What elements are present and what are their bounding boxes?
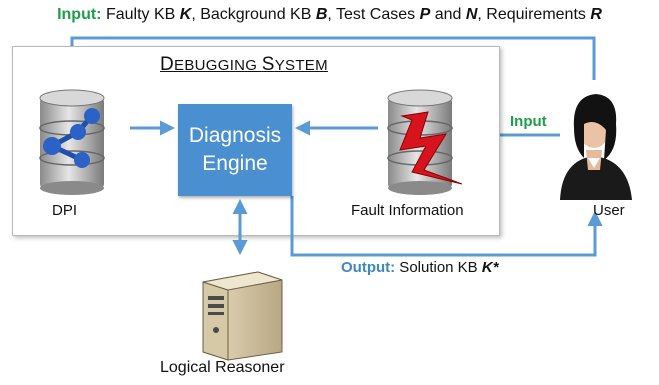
user-label: User [593,202,625,219]
input-var-n: N [465,6,478,23]
network-node-icon [43,108,100,168]
server-icon [202,271,283,361]
debugging-system-title: DEBUGGING SYSTEM [160,54,328,75]
fault-database-icon [387,89,463,195]
input-text-4: and [430,6,466,23]
user-avatar-icon [560,94,632,200]
input-text-5: , Requirements [477,6,591,23]
output-text: Solution KB [395,259,482,276]
input-text-2: , Background KB [191,6,316,23]
user-input-label: Input [510,113,547,130]
input-text-3: , Test Cases [327,6,420,23]
dpi-database-icon [39,89,105,195]
input-heading: Input: [57,6,102,23]
dpi-label: DPI [52,202,78,219]
input-var-p: P [419,6,431,23]
fault-information-label: Fault Information [351,202,464,219]
output-line: Output: Solution KB K* [341,259,499,276]
input-var-b: B [315,6,328,23]
input-text-1: Faulty KB [101,6,180,23]
top-input-line: Input: Faulty KB K, Background KB B, Tes… [0,6,659,24]
logical-reasoner-label: Logical Reasoner [160,359,285,376]
input-var-r: R [590,6,602,23]
input-var-k: K [179,6,192,23]
output-heading: Output: [341,259,396,276]
engine-line-1: Diagnosis [188,124,282,148]
lightning-bolt-icon [399,111,463,185]
diagnosis-engine-box: Diagnosis Engine [178,104,292,196]
output-var-k: K* [481,259,499,276]
engine-line-2: Engine [202,152,268,175]
